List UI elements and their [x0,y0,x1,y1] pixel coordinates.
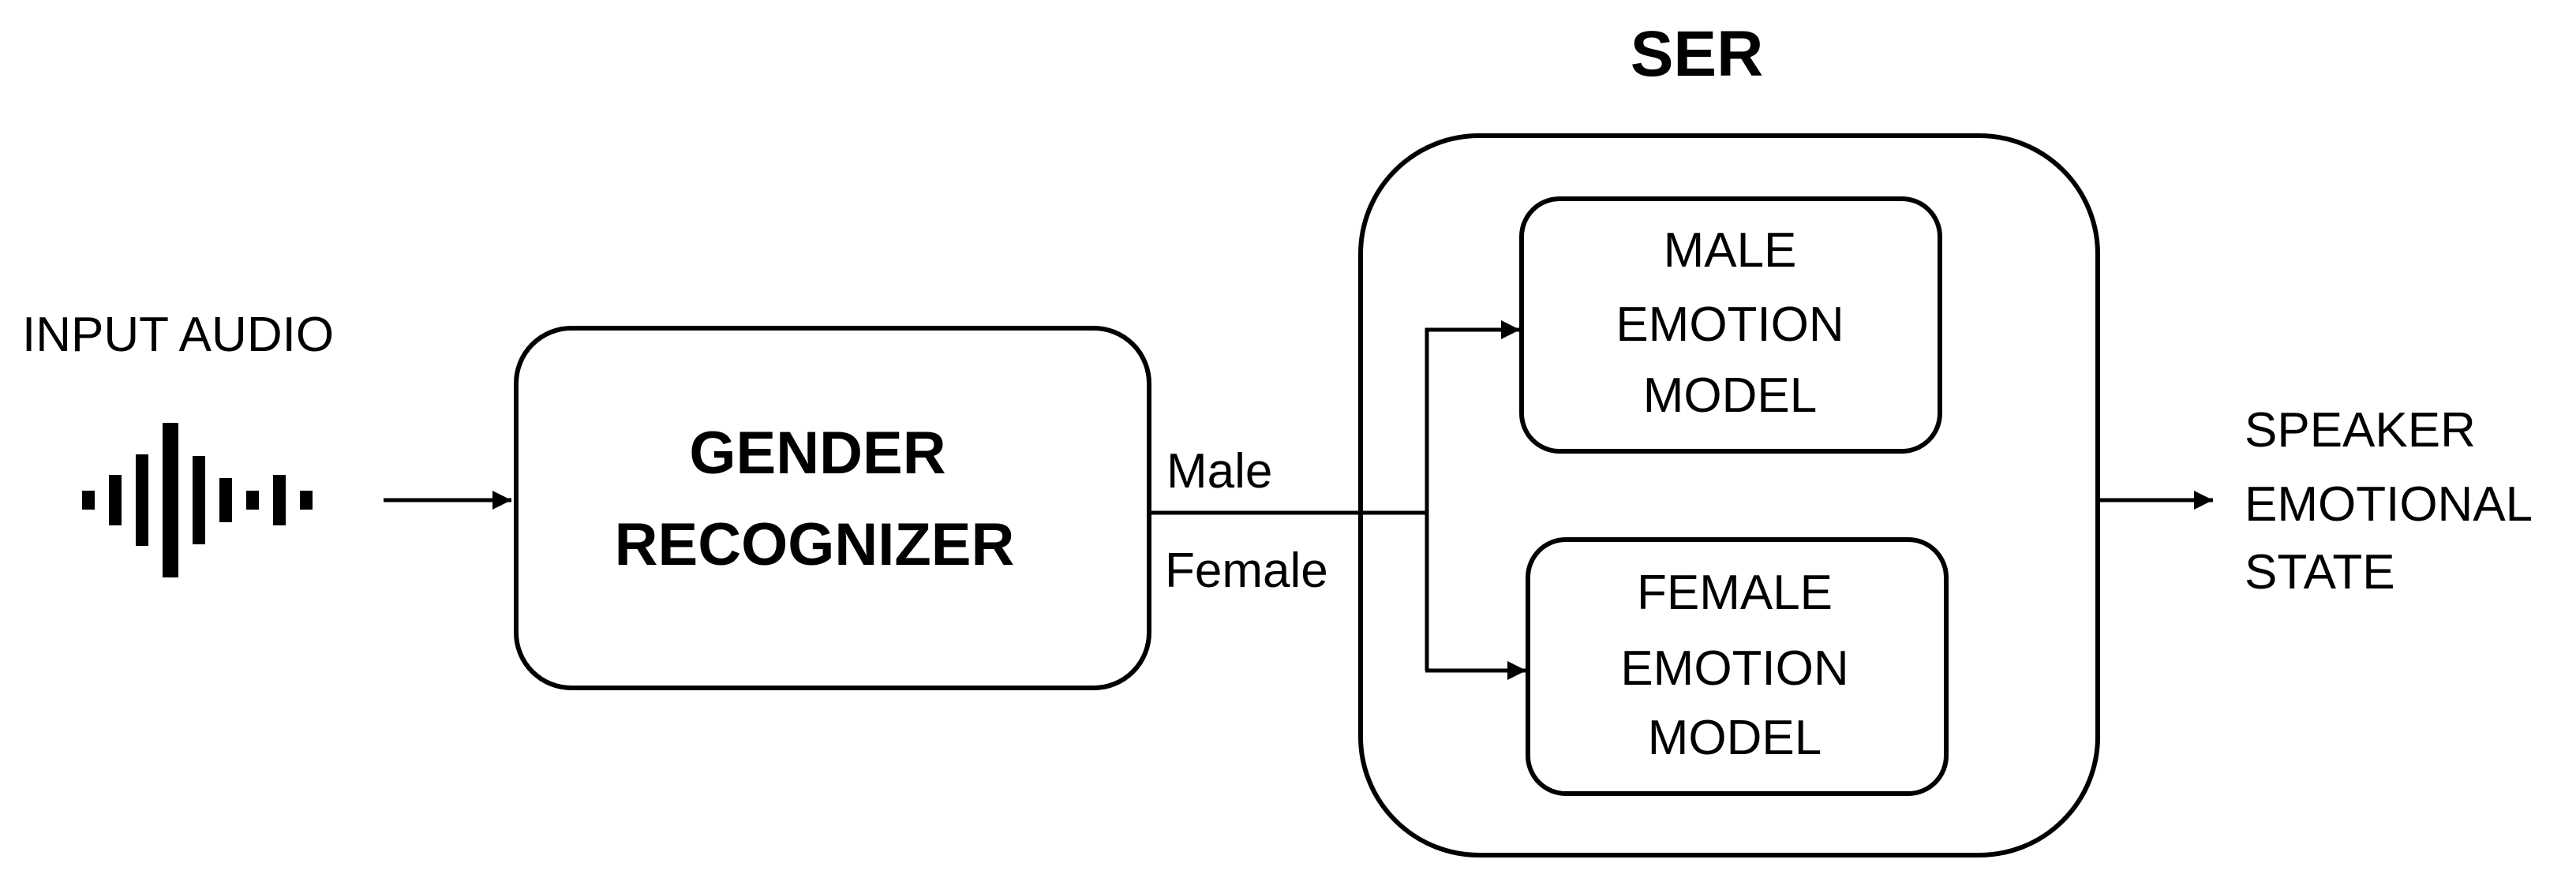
male-model-line-2: EMOTION [1616,297,1844,352]
audio-waveform-icon [82,423,313,577]
female-model-line-2: EMOTION [1620,641,1848,696]
ser-title: SER [1631,18,1764,90]
female-model-line-3: MODEL [1648,711,1822,765]
male-branch-label: Male [1166,444,1272,499]
female-branch-label: Female [1165,544,1328,598]
output-label: SPEAKER EMOTIONAL STATE [2245,403,2533,600]
output-line-1: SPEAKER [2245,403,2476,458]
male-model-line-3: MODEL [1643,368,1817,423]
input-audio-label: INPUT AUDIO [22,308,334,362]
female-model-line-1: FEMALE [1637,566,1833,620]
male-emotion-model-box: MALE EMOTION MODEL [1519,196,1942,454]
branch-connector [1149,320,1526,680]
gender-recognizer-line-1: GENDER [689,420,945,487]
output-line-2: EMOTIONAL [2245,477,2533,532]
male-model-line-1: MALE [1664,223,1797,278]
output-line-3: STATE [2245,545,2395,600]
gender-recognizer-box: GENDER RECOGNIZER [514,326,1151,690]
female-emotion-model-box: FEMALE EMOTION MODEL [1526,537,1949,796]
gender-recognizer-line-2: RECOGNIZER [615,511,1015,578]
